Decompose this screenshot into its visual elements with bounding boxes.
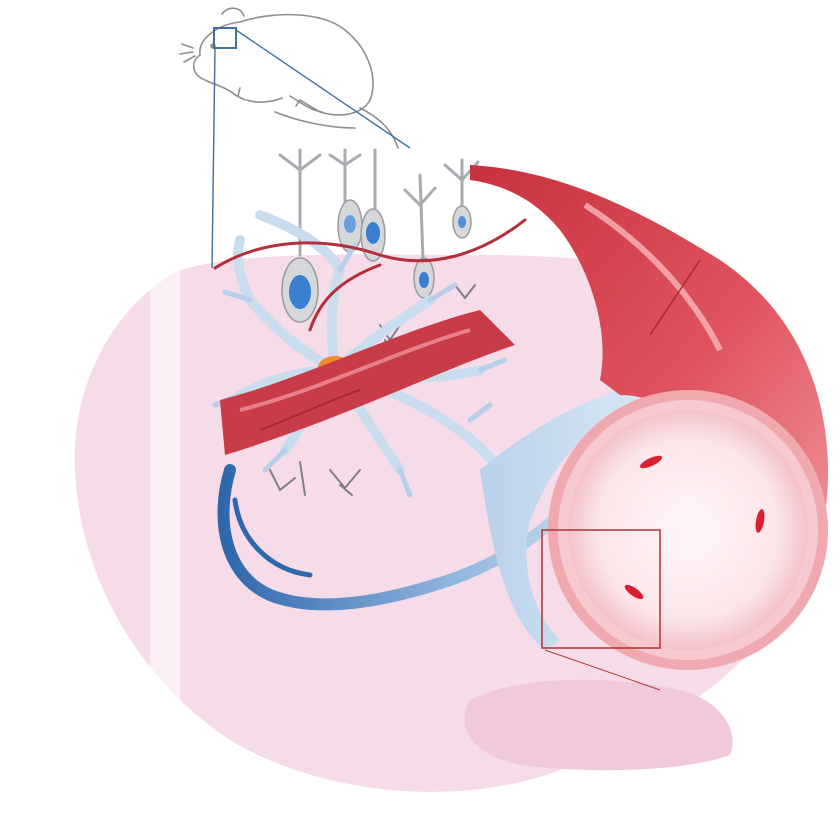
mouse-illustration [179, 7, 399, 149]
astrocyte-endfoot [480, 380, 661, 650]
endothelial-cell-3 [624, 584, 644, 600]
endothelial-cell-2 [755, 509, 765, 533]
endothelial-cell-1 [639, 455, 663, 469]
vein [217, 464, 606, 611]
blood-vessel-cross-section [548, 390, 828, 670]
zoom-box-red [541, 529, 661, 691]
blood-vessel-segment [220, 310, 515, 455]
zoom-box-blue [211, 27, 411, 269]
capillary [213, 218, 527, 332]
neuron-nucleus [289, 275, 311, 309]
